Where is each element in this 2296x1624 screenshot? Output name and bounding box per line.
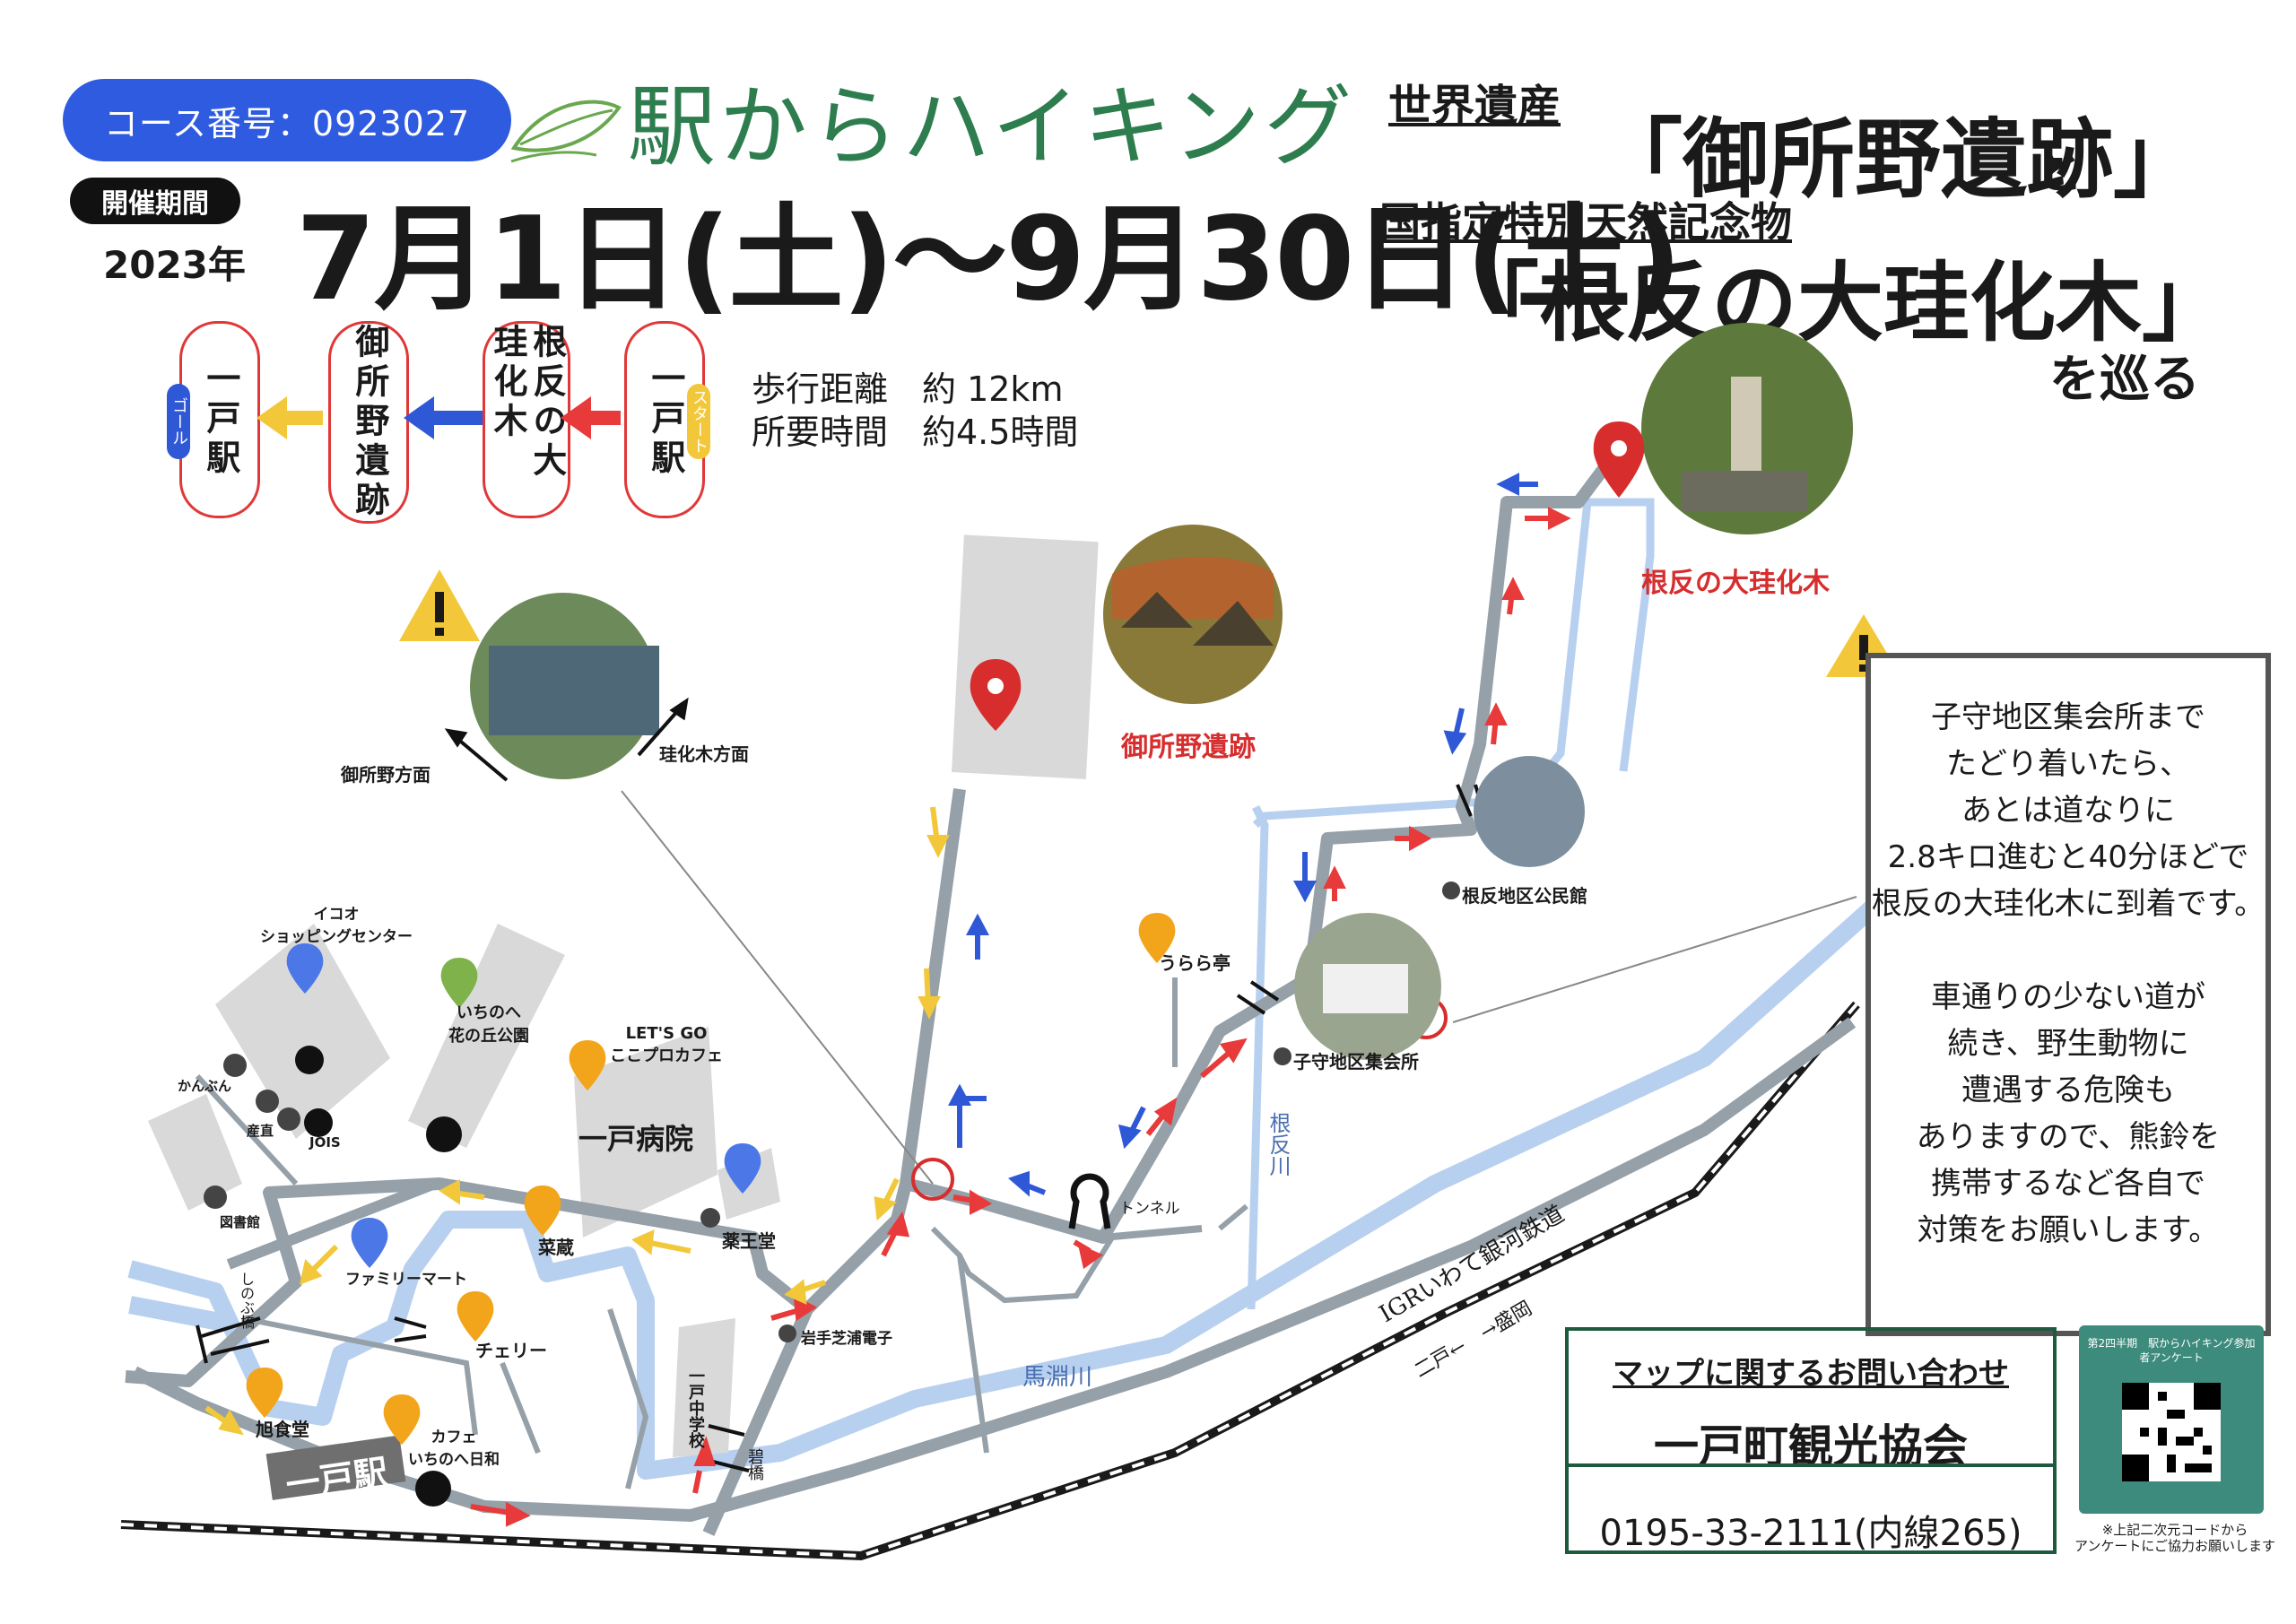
familymart-label: ファミリーマート	[345, 1271, 467, 1289]
cafe-pin-icon	[383, 1394, 421, 1445]
nakura-label: 菜蔵	[538, 1237, 574, 1258]
arrow-red-icon	[561, 396, 621, 439]
hospital-label: 一戸病院	[578, 1122, 694, 1156]
info-line: 遭遇する危険も	[1961, 1073, 2175, 1108]
info-line: 2.8キロ進むと40分ほどで	[1887, 839, 2249, 875]
hekikyo-label: 碧橋	[745, 1448, 764, 1481]
heritage-label: 世界遺産	[1388, 81, 1561, 131]
qr-note: ※上記二次元コードから アンケートにご協力お願いします	[2074, 1522, 2276, 1554]
route-arrows	[257, 396, 621, 439]
route-stop-goal: 一戸駅	[179, 321, 260, 518]
contact-heading: マップに関するお問い合わせ	[1613, 1356, 2009, 1392]
restroom-icon-2	[304, 1108, 333, 1137]
event-dates: 7月1日(土)～9月30日(土)	[296, 193, 1682, 326]
library-label: 図書館	[220, 1214, 261, 1230]
nakura-pin-icon	[524, 1185, 561, 1236]
kyokujitsu-pin-icon	[246, 1368, 283, 1418]
info-line: たどり着いたら、	[1946, 746, 2190, 782]
route-stop-goshono: 御所野遺跡	[328, 321, 409, 524]
info-line: 続き、野生動物に	[1947, 1026, 2189, 1062]
nesori-label: 根反の大珪化木	[1641, 568, 1830, 599]
info-line: あとは道なりに	[1961, 793, 2175, 829]
tunnel-label: トンネル	[1119, 1200, 1180, 1218]
cherry-pin-icon	[457, 1291, 494, 1342]
ikoo-label: イコオ ショッピングセンター	[260, 906, 413, 946]
info-box: 子守地区集会所までたどり着いたら、あとは道なりに 2.8キロ進むと40分ほどで根反…	[1866, 653, 2271, 1336]
yakuou-pin-icon	[724, 1143, 761, 1194]
route-stop-start: 一戸駅	[624, 321, 705, 518]
sanchoku-label: 産直	[247, 1123, 274, 1139]
nesori-title: 「根反の大珪化木」	[1453, 253, 2228, 353]
period-label: 開催期間	[70, 178, 240, 224]
restroom-icon	[295, 1046, 324, 1074]
goal-tag: ゴール	[167, 384, 190, 459]
komori-label: 子守地区集会所	[1293, 1051, 1419, 1073]
warning-icon	[399, 569, 480, 641]
leaf-icon	[507, 85, 623, 169]
mabuchi-label: 馬淵川	[1022, 1364, 1093, 1391]
info-line: 子守地区集会所まで	[1931, 699, 2205, 735]
junction-marker-icon	[911, 1158, 954, 1201]
nesori-hall-label: 根反地区公民館	[1462, 885, 1587, 907]
contact-box: マップに関するお問い合わせ 一戸町観光協会 0195-33-2111(内線265…	[1565, 1327, 2057, 1554]
qr-card[interactable]: 第2四半期 駅からハイキング参加者アンケート	[2079, 1325, 2264, 1514]
start-tag: スタート	[687, 384, 710, 459]
nesori-hall-photo	[1474, 756, 1585, 867]
cherry-label: チェリー	[475, 1340, 547, 1361]
map-pin-icon	[970, 659, 1022, 731]
iwate-label: 岩手芝浦電子	[801, 1330, 892, 1348]
map-pin-icon-2	[1593, 421, 1645, 498]
restroom-icon-4	[415, 1471, 451, 1507]
qr-title: 第2四半期 駅からハイキング参加者アンケート	[2087, 1337, 2256, 1364]
info-line: 根反の大珪化木に到着です。	[1871, 886, 2266, 922]
title-suffix: を巡る	[2049, 351, 2200, 409]
course-number-badge: コース番号：0923027	[63, 79, 511, 161]
urara-pin-icon	[1138, 913, 1176, 963]
yakuou-label: 薬王堂	[722, 1230, 776, 1252]
goshono-label: 御所野遺跡	[1121, 732, 1256, 763]
dir-keika-label: 珪化木方面	[659, 743, 749, 765]
brand-title: 駅からハイキング	[628, 76, 1356, 178]
hana-label: いちのへ 花の丘公園	[448, 1003, 529, 1046]
info-line: 携帯するなど各自で	[1931, 1166, 2205, 1202]
lets-go-label: LET'S GO ここプロカフェ	[610, 1024, 723, 1065]
school-label: 一戸中学校	[686, 1368, 705, 1448]
kyokujitsu-label: 旭食堂	[256, 1419, 309, 1440]
kanbun-label: かんぶん	[178, 1078, 232, 1094]
nesori-river-label: 根反川	[1265, 1112, 1291, 1177]
familymart-pin-icon	[351, 1218, 388, 1268]
info-line: ありますので、熊鈴を	[1916, 1119, 2221, 1155]
info-line: 車通りの少ない道が	[1931, 979, 2205, 1015]
monument-label: 国指定特別天然記念物	[1379, 198, 1792, 247]
shinobu-label: しのぶ橋	[238, 1272, 255, 1329]
shopping-pin-icon	[286, 943, 324, 994]
contact-phone: 0195-33-2111(内線265)	[1599, 1513, 2022, 1554]
cafe-label: カフェ いちのへ日和	[408, 1429, 500, 1469]
distance-time: 歩行距離 約 12km 所要時間 約4.5時間	[752, 369, 1079, 452]
arrow-blue-icon	[404, 396, 483, 439]
jois-label: JOIS	[309, 1134, 341, 1151]
restroom-icon-3	[426, 1116, 462, 1152]
qr-code-icon[interactable]	[2122, 1383, 2221, 1481]
title-connector: と	[2036, 146, 2083, 200]
info-line	[1871, 927, 2266, 974]
tunnel-icon	[1068, 1173, 1111, 1229]
info-line: 対策をお願いします。	[1917, 1212, 2220, 1248]
lets-go-pin-icon	[569, 1040, 606, 1090]
park-pin-icon	[440, 958, 478, 1008]
dir-goshono-label: 御所野方面	[341, 764, 430, 786]
goshono-title: 「御所野遺跡」	[1596, 109, 2199, 210]
year: 2023年	[103, 243, 246, 287]
arrow-yellow-icon	[257, 396, 323, 439]
urara-label: うらら亭	[1159, 952, 1231, 974]
